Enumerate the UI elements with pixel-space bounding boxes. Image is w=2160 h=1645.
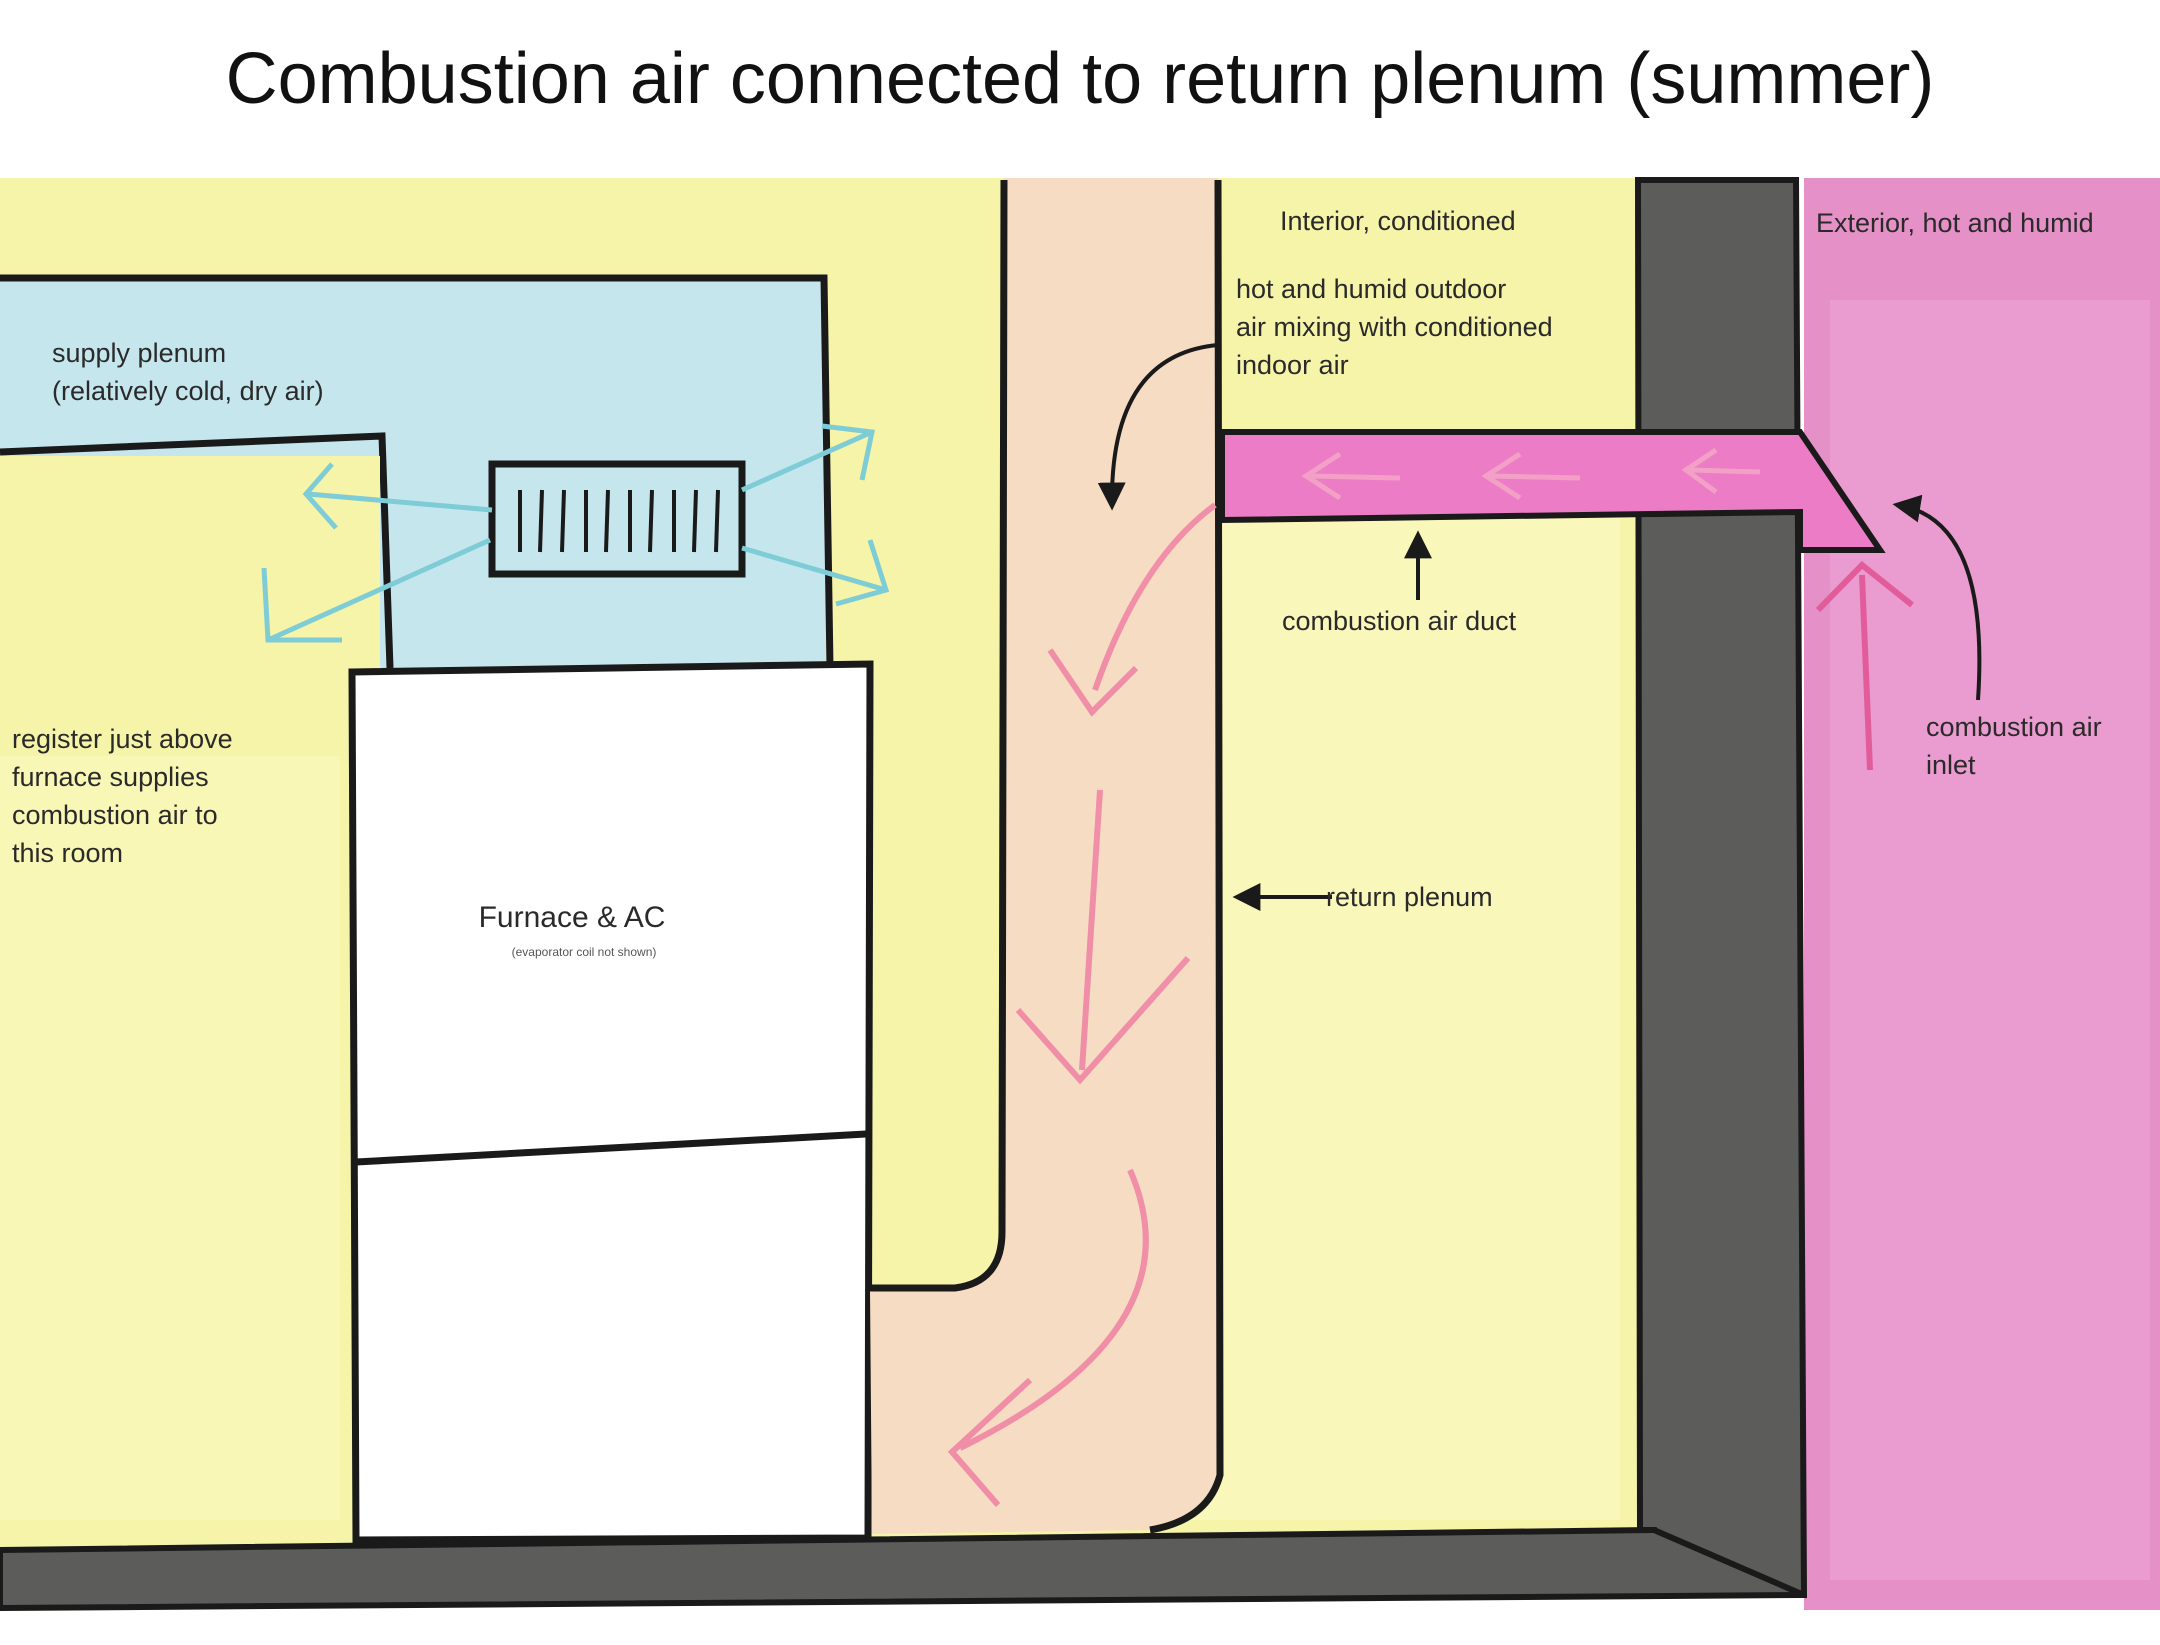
pointer-arrows: [1097, 343, 1982, 911]
furnace-ac-unit: [348, 660, 874, 1544]
combustion-duct-label: combustion air duct: [1282, 606, 1517, 636]
inlet-flow-arrow: [1815, 560, 1914, 771]
cold-air-arrows: [261, 423, 890, 643]
return-plenum-inner-wall: [866, 179, 1008, 1292]
crayon-texture-light: [1180, 500, 1620, 1520]
diagram-title: Combustion air connected to return plenu…: [225, 39, 1935, 119]
return-plenum-label: return plenum: [1326, 882, 1493, 912]
furnace-divider: [355, 1130, 867, 1166]
register-note-label: register just above furnace supplies com…: [12, 724, 240, 868]
floor-slab: [0, 1526, 1806, 1612]
supply-register: [488, 460, 746, 578]
supply-duct-outline: [0, 432, 394, 669]
supply-plenum-label: supply plenum (relatively cold, dry air): [52, 338, 324, 406]
exterior-wall: [1634, 177, 1808, 1599]
supply-plenum-outline: [0, 274, 834, 669]
inlet-label: combustion air inlet: [1926, 712, 2109, 780]
room-below-duct: [0, 456, 380, 756]
combustion-air-duct: [1219, 429, 1886, 553]
exterior-texture: [1830, 300, 2150, 1580]
exterior-background: [1804, 178, 2160, 1610]
register-slats: [518, 489, 720, 553]
return-air-flow: [947, 502, 1217, 1507]
furnace-note-label: (evaporator coil not shown): [512, 945, 657, 959]
duct-flow-arrows: [1301, 447, 1761, 501]
return-plenum-outer-wall: [1149, 179, 1224, 1534]
interior-label: Interior, conditioned: [1280, 206, 1516, 236]
exterior-label: Exterior, hot and humid: [1816, 208, 2094, 238]
return-plenum-fill: [870, 178, 1220, 1534]
mixing-note-label: hot and humid outdoor air mixing with co…: [1236, 274, 1560, 380]
furnace-label: Furnace & AC: [479, 901, 666, 934]
